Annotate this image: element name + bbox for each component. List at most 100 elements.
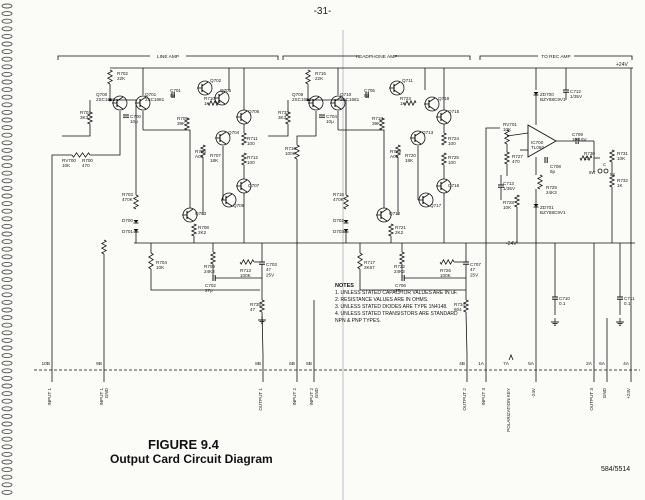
binding-ring <box>1 94 13 100</box>
wire <box>308 99 347 195</box>
component-label: 5X <box>610 172 615 177</box>
resistor-symbol <box>394 144 402 158</box>
pin-number: 5A <box>528 361 535 367</box>
binding-ring <box>1 436 13 442</box>
binding-ring <box>1 474 13 480</box>
component-label: D700 <box>122 218 133 223</box>
key-arrow <box>508 353 514 361</box>
binding-ring <box>1 117 13 123</box>
wire <box>359 269 466 291</box>
resistor-symbol <box>240 132 248 146</box>
wire <box>240 118 248 124</box>
wire <box>422 193 430 199</box>
resistor-symbol <box>183 117 191 131</box>
binding-ring <box>1 467 13 473</box>
wire <box>225 201 233 207</box>
binding-ring <box>1 18 13 24</box>
pin-number: 1A <box>478 361 485 367</box>
resistor-symbol <box>258 299 266 313</box>
document-code: 584/5514 <box>601 466 631 473</box>
resistor-symbol <box>357 252 363 270</box>
notes-title: NOTES <box>335 283 354 289</box>
binding-ring <box>1 216 13 222</box>
resistor-symbol <box>513 194 521 208</box>
resistor-symbol <box>440 152 448 166</box>
wire <box>338 129 385 208</box>
opamp-symbol <box>527 124 557 158</box>
resistor-symbol <box>239 258 255 266</box>
wire <box>219 139 227 145</box>
wire <box>139 96 147 102</box>
diode-symbol <box>343 220 349 223</box>
resistor-symbol <box>209 251 217 265</box>
section-label: LINE AMP <box>157 54 179 60</box>
binding-ring <box>1 322 13 328</box>
pin-number: 8B <box>255 361 261 367</box>
wire <box>422 201 430 207</box>
component-label: Q711 <box>402 78 413 83</box>
binding-ring <box>1 185 13 191</box>
resistor-symbol <box>199 144 207 158</box>
wire <box>440 179 448 185</box>
binding-ring <box>1 163 13 169</box>
pin-label: +24V <box>626 387 631 399</box>
resistor-symbol <box>86 111 94 125</box>
pin-label: POLARIZATION KEY <box>506 388 511 432</box>
binding-ring <box>1 375 13 381</box>
binding-ring <box>1 64 13 70</box>
resistor-symbol <box>132 194 140 210</box>
binding-ring <box>1 125 13 131</box>
binding-ring <box>1 254 13 260</box>
component-label: Q715 <box>448 109 460 114</box>
binding-ring <box>1 41 13 47</box>
binding-ring <box>1 147 13 153</box>
component-label: Q704 <box>228 130 240 135</box>
binding-ring <box>1 277 13 283</box>
diode-symbol <box>133 220 139 223</box>
binding-ring <box>1 489 13 495</box>
pin-number: 9B <box>96 361 102 367</box>
binding-ring <box>1 26 13 32</box>
wire <box>440 187 448 193</box>
binding-ring <box>1 413 13 419</box>
binding-ring <box>1 451 13 457</box>
wire <box>139 104 147 110</box>
component-label: Q713 <box>422 130 434 135</box>
resistor-symbol <box>503 129 511 145</box>
diode-symbol <box>533 204 539 207</box>
binding-ring <box>1 79 13 85</box>
binding-ring <box>1 444 13 450</box>
wire <box>485 127 500 355</box>
resistor-symbol <box>100 239 108 255</box>
resistor-symbol <box>387 223 395 237</box>
wire <box>465 311 468 356</box>
component-label: D703 <box>333 229 344 234</box>
resistor-symbol <box>503 151 511 165</box>
pin-number: 5B <box>306 361 312 367</box>
binding-ring <box>1 299 13 305</box>
component-label: Q702 <box>210 78 222 83</box>
component-label: Q705 <box>220 88 232 93</box>
binding-ring <box>1 193 13 199</box>
binding-ring <box>1 239 13 245</box>
component-label: Q703 <box>195 211 207 216</box>
notes-block: NOTES 1. UNLESS STATED CAPACITOR VALUES … <box>335 283 458 325</box>
wire <box>414 131 422 137</box>
